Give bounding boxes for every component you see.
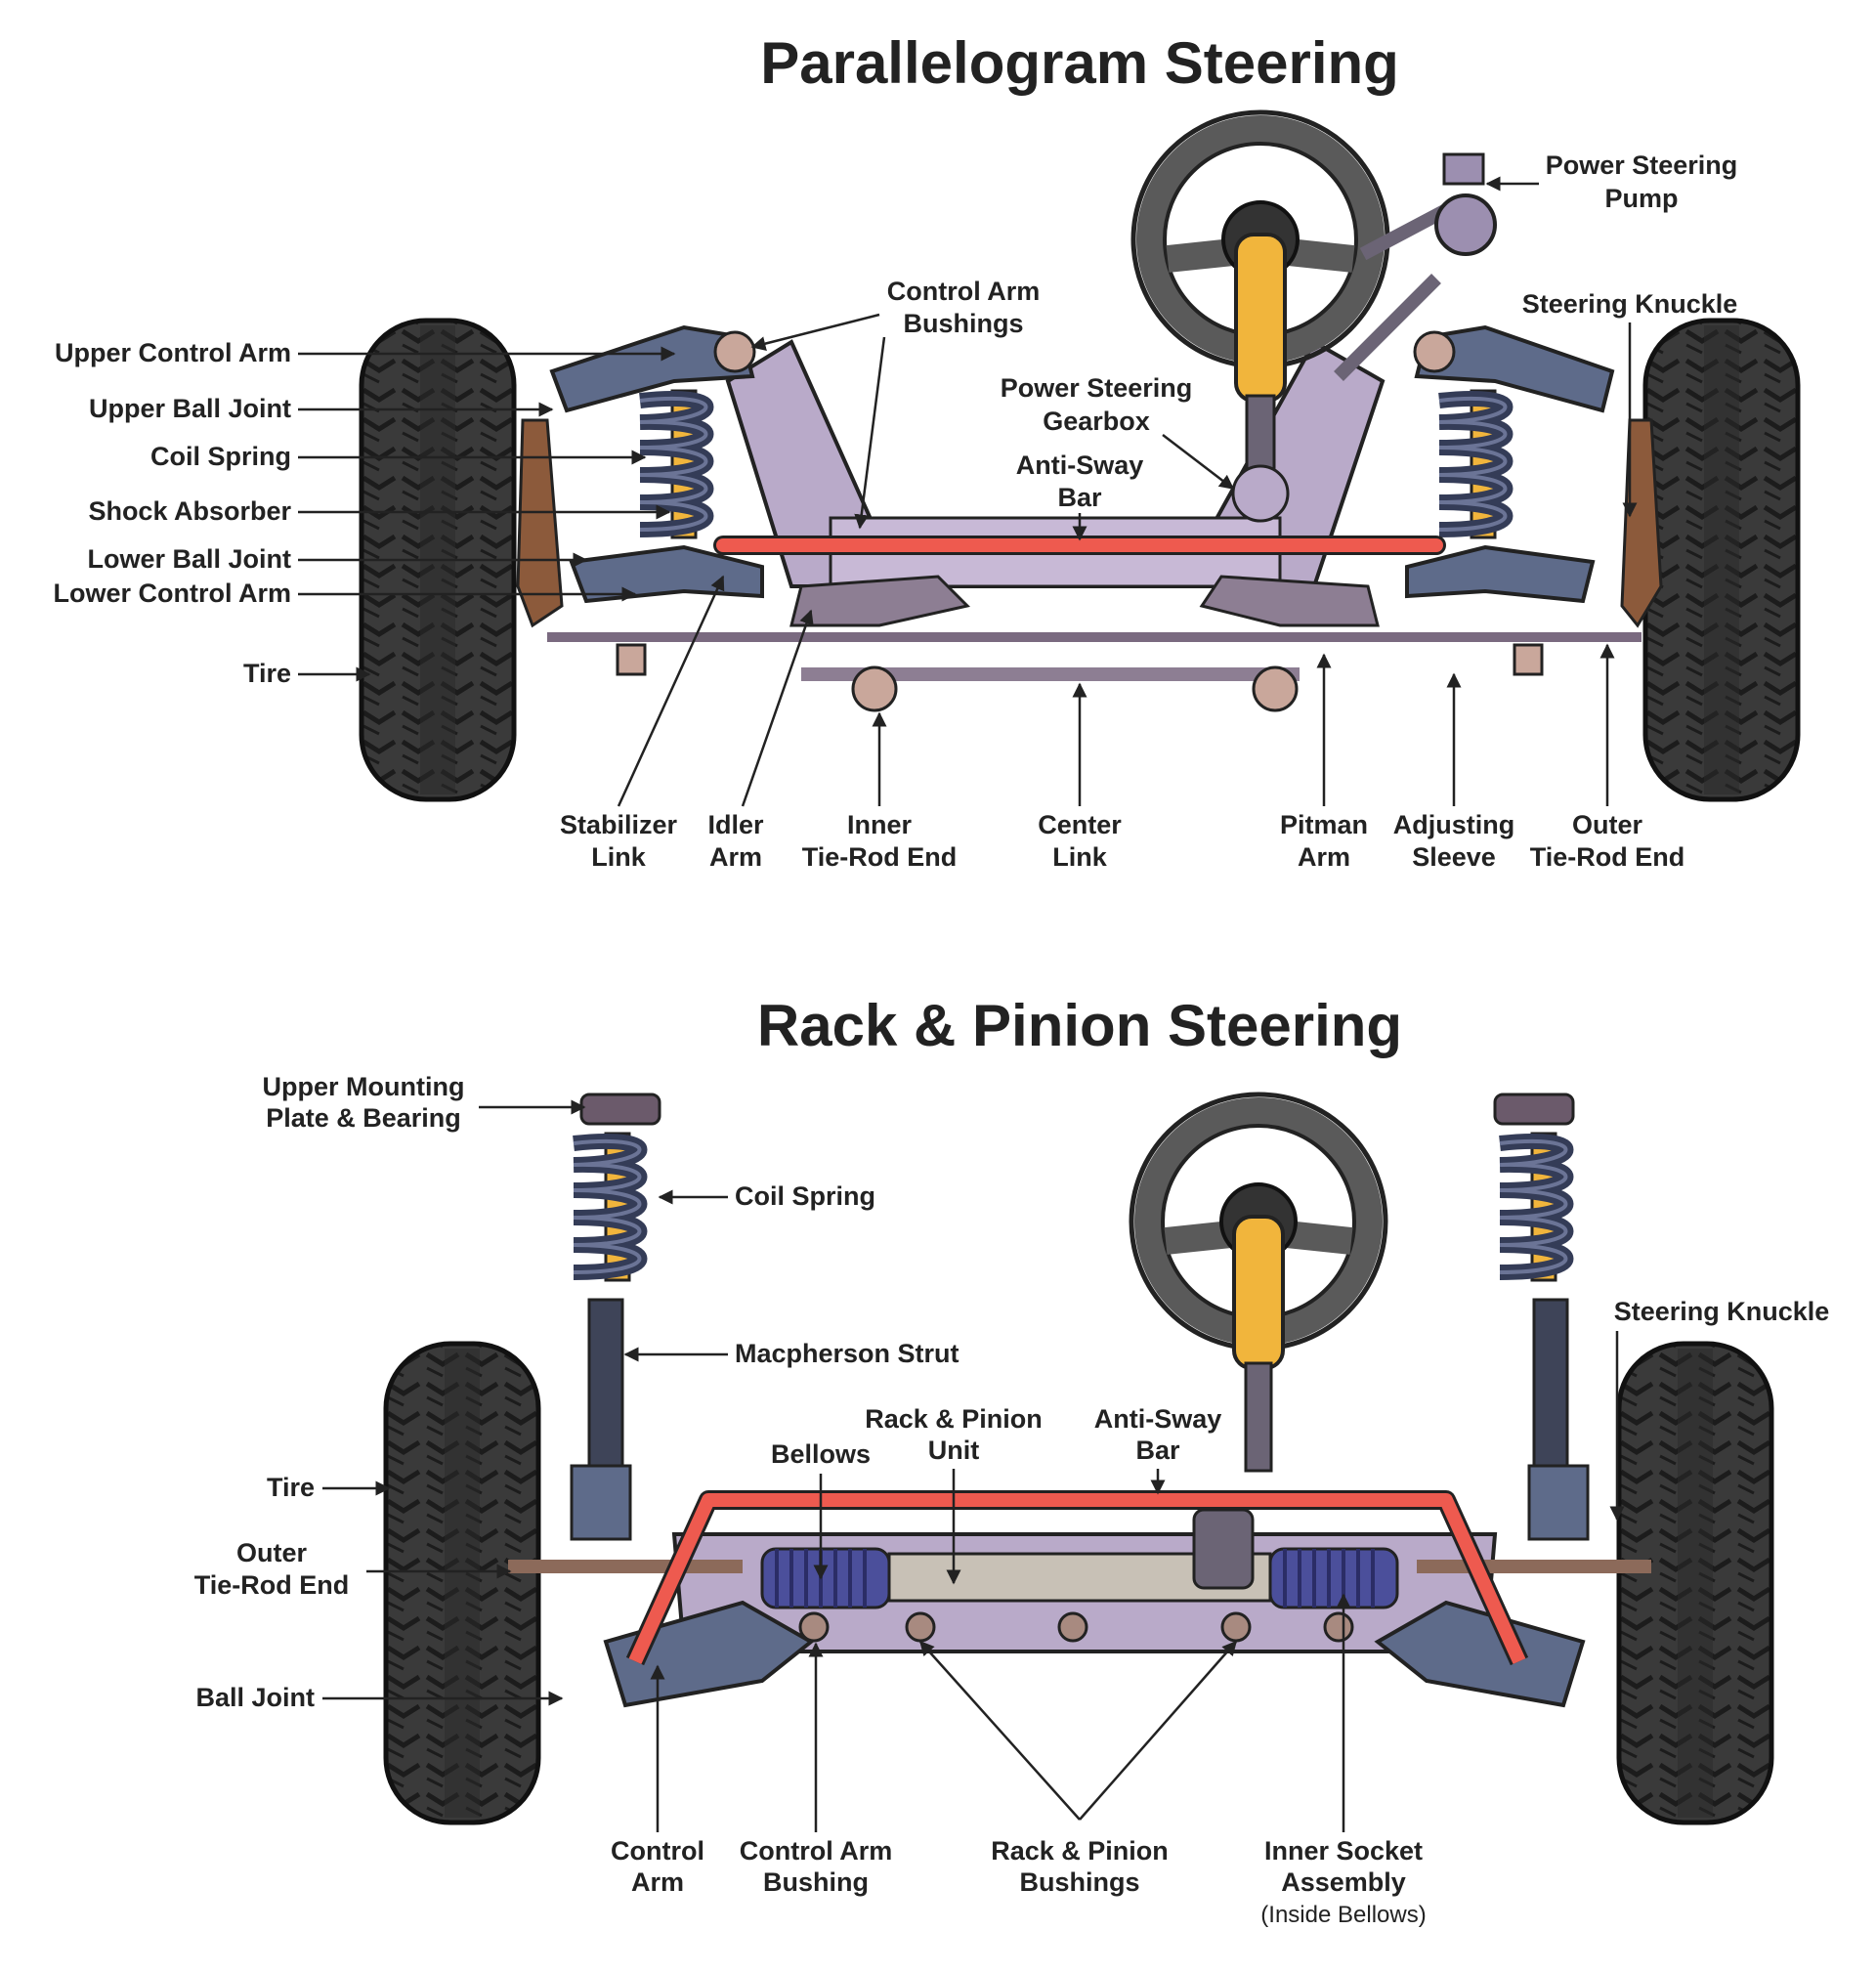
left-coil-spring-icon <box>640 391 706 537</box>
label-rack-pinion-bushings-1: Rack & Pinion <box>991 1836 1169 1866</box>
left-tire-bottom-icon <box>386 1344 538 1823</box>
left-upper-control-arm <box>549 324 755 413</box>
right-coil-spring-bottom-icon <box>1500 1134 1566 1280</box>
label-power-steering-gearbox-2: Gearbox <box>1043 407 1150 436</box>
label-adjusting-sleeve-2: Sleeve <box>1412 842 1496 872</box>
right-macpherson-strut <box>1532 1298 1569 1487</box>
bottom-label-group: Upper Mounting Plate & Bearing Coil Spri… <box>194 1072 1830 1928</box>
label-tire: Tire <box>243 659 291 688</box>
label-control-arm-bushings-1: Control Arm <box>887 277 1041 306</box>
label-inside-bellows-note: (Inside Bellows) <box>1260 1902 1426 1928</box>
label-inner-socket-2: Assembly <box>1281 1867 1406 1897</box>
label-inner-tie-rod-end-2: Tie-Rod End <box>802 842 958 872</box>
label-outer-tie-rod-end-bottom-1: Outer <box>236 1538 308 1567</box>
label-rack-pinion-unit-1: Rack & Pinion <box>865 1404 1043 1434</box>
label-outer-tie-rod-end-top-1: Outer <box>1572 810 1643 839</box>
gearbox-icon <box>1231 464 1290 523</box>
right-tire-icon <box>1645 321 1798 799</box>
label-lower-ball-joint: Lower Ball Joint <box>87 544 291 574</box>
right-upper-control-arm <box>1414 324 1615 413</box>
anti-sway-bar-bottom <box>628 1493 1526 1664</box>
label-steering-knuckle-bottom: Steering Knuckle <box>1614 1297 1830 1326</box>
label-power-steering-pump-1: Power Steering <box>1546 150 1738 180</box>
label-upper-control-arm: Upper Control Arm <box>55 338 291 367</box>
right-tire-bottom-icon <box>1619 1344 1771 1823</box>
right-lower-control-arm <box>1405 544 1596 604</box>
left-bellows-icon <box>760 1547 891 1609</box>
label-bellows: Bellows <box>771 1439 871 1469</box>
left-mount-plate <box>579 1093 661 1126</box>
label-center-link-2: Link <box>1052 842 1107 872</box>
right-knuckle <box>1620 418 1663 628</box>
label-idler-arm-1: Idler <box>707 810 764 839</box>
label-lower-control-arm: Lower Control Arm <box>53 579 291 608</box>
page-title-bottom: Rack & Pinion Steering <box>757 993 1402 1058</box>
label-upper-mounting-2: Plate & Bearing <box>266 1103 461 1133</box>
idler-arm <box>789 575 970 627</box>
page-title-top: Parallelogram Steering <box>760 30 1399 96</box>
label-adjusting-sleeve-1: Adjusting <box>1393 810 1514 839</box>
label-outer-tie-rod-end-bottom-2: Tie-Rod End <box>194 1570 350 1600</box>
label-anti-sway-bar-1: Anti-Sway <box>1016 450 1144 480</box>
label-pitman-arm-1: Pitman <box>1280 810 1368 839</box>
label-control-arm-bushing-1: Control Arm <box>740 1836 893 1866</box>
top-label-group: Upper Control Arm Upper Ball Joint Coil … <box>53 150 1737 872</box>
label-control-arm-1: Control <box>611 1836 704 1866</box>
label-rack-pinion-unit-2: Unit <box>928 1436 979 1465</box>
label-shock-absorber: Shock Absorber <box>88 496 291 526</box>
bushing-right-icon <box>1413 330 1456 373</box>
label-power-steering-pump-2: Pump <box>1604 184 1678 213</box>
label-coil-spring-bottom: Coil Spring <box>735 1181 875 1211</box>
pinion-housing <box>1192 1508 1255 1590</box>
label-power-steering-gearbox-1: Power Steering <box>1001 373 1193 403</box>
left-knuckle <box>516 418 564 628</box>
label-anti-sway-bar-bottom-1: Anti-Sway <box>1094 1404 1222 1434</box>
label-control-arm-bushings-2: Bushings <box>903 309 1023 338</box>
label-coil-spring: Coil Spring <box>150 442 291 471</box>
label-idler-arm-2: Arm <box>709 842 762 872</box>
label-ball-joint: Ball Joint <box>195 1683 315 1712</box>
label-inner-tie-rod-end-1: Inner <box>847 810 913 839</box>
label-outer-tie-rod-end-top-2: Tie-Rod End <box>1530 842 1685 872</box>
bushing-left-icon <box>713 330 756 373</box>
right-control-arm <box>1374 1600 1586 1708</box>
label-tire-bottom: Tire <box>267 1473 315 1502</box>
label-inner-socket-1: Inner Socket <box>1264 1836 1423 1866</box>
label-center-link-1: Center <box>1038 810 1122 839</box>
label-control-arm-bushing-2: Bushing <box>763 1867 869 1897</box>
label-upper-mounting-1: Upper Mounting <box>263 1072 465 1101</box>
label-stabilizer-link-2: Link <box>591 842 646 872</box>
label-upper-ball-joint: Upper Ball Joint <box>89 394 291 423</box>
parallelogram-steering-illustration <box>362 112 1798 799</box>
label-pitman-arm-2: Arm <box>1298 842 1350 872</box>
left-macpherson-strut <box>587 1298 624 1487</box>
label-rack-pinion-bushings-2: Bushings <box>1019 1867 1139 1897</box>
label-steering-knuckle-top: Steering Knuckle <box>1522 289 1738 319</box>
label-control-arm-2: Arm <box>631 1867 684 1897</box>
right-bellows-icon <box>1268 1547 1399 1609</box>
pump-icon <box>1434 193 1497 256</box>
label-anti-sway-bar-2: Bar <box>1057 483 1102 512</box>
label-anti-sway-bar-bottom-2: Bar <box>1135 1436 1180 1465</box>
right-coil-spring-icon <box>1439 391 1506 537</box>
left-coil-spring-bottom-icon <box>574 1134 640 1280</box>
label-stabilizer-link-1: Stabilizer <box>560 810 678 839</box>
label-macpherson-strut: Macpherson Strut <box>735 1339 959 1368</box>
pitman-arm <box>1199 575 1380 627</box>
right-mount-plate <box>1493 1093 1575 1126</box>
rack-pinion-steering-illustration <box>386 1094 1771 1823</box>
